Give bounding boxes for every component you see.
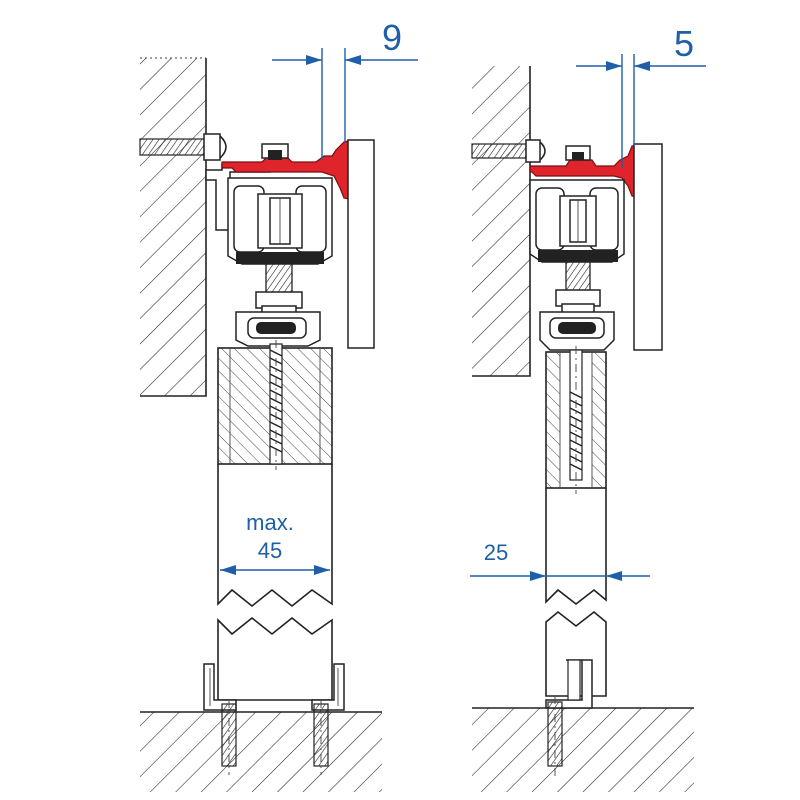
left-trolley — [227, 177, 333, 265]
left-wall — [140, 57, 207, 397]
right-front-panel — [633, 143, 663, 351]
left-thickness-label-line1: max. — [246, 510, 294, 535]
left-floor-anchors — [221, 700, 329, 775]
left-thickness-label-line2: 45 — [258, 538, 282, 563]
right-wall — [472, 66, 531, 377]
right-door-panel — [545, 488, 607, 606]
right-floor-guide — [545, 659, 593, 709]
right-floor-anchor — [547, 696, 563, 776]
left-floor-guide — [203, 663, 345, 711]
right-wall-anchor-bolt — [471, 139, 546, 163]
right-gap-dimension: 5 — [576, 23, 706, 168]
right-trolley — [529, 179, 625, 263]
right-floor — [472, 707, 694, 792]
right-door-top-section — [545, 351, 607, 489]
right-thickness-label: 25 — [484, 540, 508, 565]
left-door-panel — [217, 464, 333, 608]
left-door-panel-lower — [217, 616, 333, 701]
right-door-clamp — [539, 311, 615, 351]
right-thickness-dimension: 25 — [470, 540, 650, 581]
left-wall-anchor-bolt — [139, 133, 227, 161]
left-front-panel — [347, 139, 375, 349]
left-detail: 9 max. 45 — [139, 17, 418, 792]
right-detail: 5 25 — [470, 23, 706, 792]
left-thickness-dimension: max. 45 — [220, 510, 330, 575]
left-wood-screw — [269, 340, 283, 470]
right-threaded-rod — [555, 259, 601, 315]
right-gap-label: 5 — [674, 23, 694, 64]
left-door-clamp — [235, 311, 321, 347]
left-threaded-rod — [255, 261, 303, 317]
left-floor — [140, 711, 382, 792]
left-gap-label: 9 — [382, 17, 402, 58]
left-gap-dimension: 9 — [272, 17, 418, 160]
right-wood-screw — [569, 346, 583, 494]
right-door-panel-lower — [545, 610, 607, 697]
